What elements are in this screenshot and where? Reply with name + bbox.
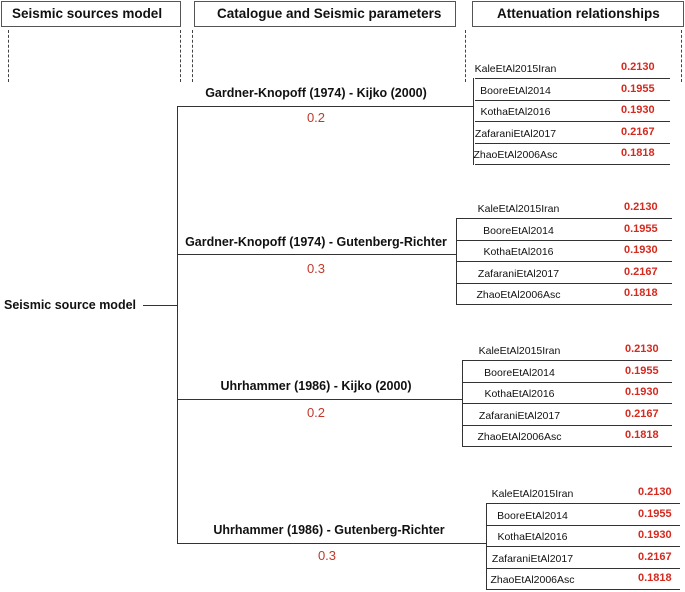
branch-label: Uhrhammer (1986) - Gutenberg-Richter [213,523,445,537]
model-name: KaleEtAl2015Iran [477,203,560,215]
model-name: ZhaoEtAl2006Asc [473,149,558,161]
model-name: KothaEtAl2016 [484,388,555,400]
model-name: KaleEtAl2015Iran [491,488,574,500]
model-weight: 0.2130 [625,343,659,355]
model-weight: 0.1955 [624,222,658,235]
model-name: KothaEtAl2016 [497,531,568,543]
branch-label: Gardner-Knopoff (1974) - Gutenberg-Richt… [185,235,447,249]
model-underline [456,239,672,241]
model-spine [473,78,474,165]
model-name: BooreEtAl2014 [497,509,568,522]
branch-line [177,106,473,107]
model-underline [475,78,670,79]
model-weight: 0.2130 [638,486,672,498]
branch-label: Gardner-Knopoff (1974) - Kijko (2000) [205,86,427,100]
model-underline [456,218,672,219]
model-underline [486,524,680,526]
branch-line [177,543,486,544]
model-name: KaleEtAl2015Iran [478,345,561,357]
model-name: ZafaraniEtAl2017 [474,127,557,140]
model-underline [486,589,680,590]
model-weight: 0.2167 [638,550,672,563]
model-weight: 0.1818 [621,147,655,159]
branch-line [177,254,456,255]
model-name: KothaEtAl2016 [480,106,551,118]
model-underline [456,282,672,284]
dash-guide-5 [681,30,682,82]
model-weight: 0.2167 [624,265,658,278]
model-weight: 0.1930 [621,104,655,116]
model-name: ZhaoEtAl2006Asc [477,431,562,443]
model-underline [486,567,680,569]
model-weight: 0.1955 [621,82,655,95]
model-name: ZafaraniEtAl2017 [477,267,560,280]
model-underline [456,261,672,262]
dash-guide-4 [465,30,466,82]
model-name: BooreEtAl2014 [480,84,551,97]
model-weight: 0.1818 [624,287,658,299]
dash-guide-2 [180,30,181,82]
model-underline [486,503,680,504]
model-underline [462,446,672,447]
branch-weight: 0.2 [306,110,326,125]
model-underline [462,403,672,404]
branch-weight: 0.3 [306,261,326,276]
model-underline [462,424,672,426]
root-connector [143,305,177,306]
header-attenuation: Attenuation relationships [472,1,684,27]
model-underline [462,360,672,361]
model-underline [475,142,670,144]
model-weight: 0.1955 [625,364,659,377]
model-name: ZhaoEtAl2006Asc [476,289,561,301]
model-weight: 0.2167 [625,407,659,420]
dash-guide-1 [8,30,9,82]
model-name: ZhaoEtAl2006Asc [490,574,575,586]
root-label: Seismic source model [4,298,137,312]
model-name: BooreEtAl2014 [484,366,555,379]
header-catalogue: Catalogue and Seismic parameters [194,1,456,27]
branch-label: Uhrhammer (1986) - Kijko (2000) [220,379,412,393]
model-underline [475,164,670,165]
model-weight: 0.2130 [621,61,655,73]
model-name: KaleEtAl2015Iran [474,63,557,75]
header-seismic-sources: Seismic sources model [1,1,181,27]
model-underline [475,121,670,122]
model-weight: 0.2167 [621,125,655,138]
model-weight: 0.1930 [625,386,659,398]
model-name: BooreEtAl2014 [483,224,554,237]
model-weight: 0.1955 [638,507,672,520]
model-weight: 0.1818 [625,429,659,441]
branch-weight: 0.3 [317,548,337,563]
model-underline [475,99,670,101]
model-weight: 0.1818 [638,572,672,584]
branch-line [177,399,462,400]
model-underline [462,381,672,383]
branch-weight: 0.2 [306,405,326,420]
model-underline [486,546,680,547]
dash-guide-3 [192,30,193,82]
trunk-line [177,106,178,544]
model-underline [456,304,672,305]
model-weight: 0.2130 [624,201,658,213]
model-name: ZafaraniEtAl2017 [478,409,561,422]
model-name: KothaEtAl2016 [483,246,554,258]
model-weight: 0.1930 [638,529,672,541]
model-name: ZafaraniEtAl2017 [491,552,574,565]
model-weight: 0.1930 [624,244,658,256]
